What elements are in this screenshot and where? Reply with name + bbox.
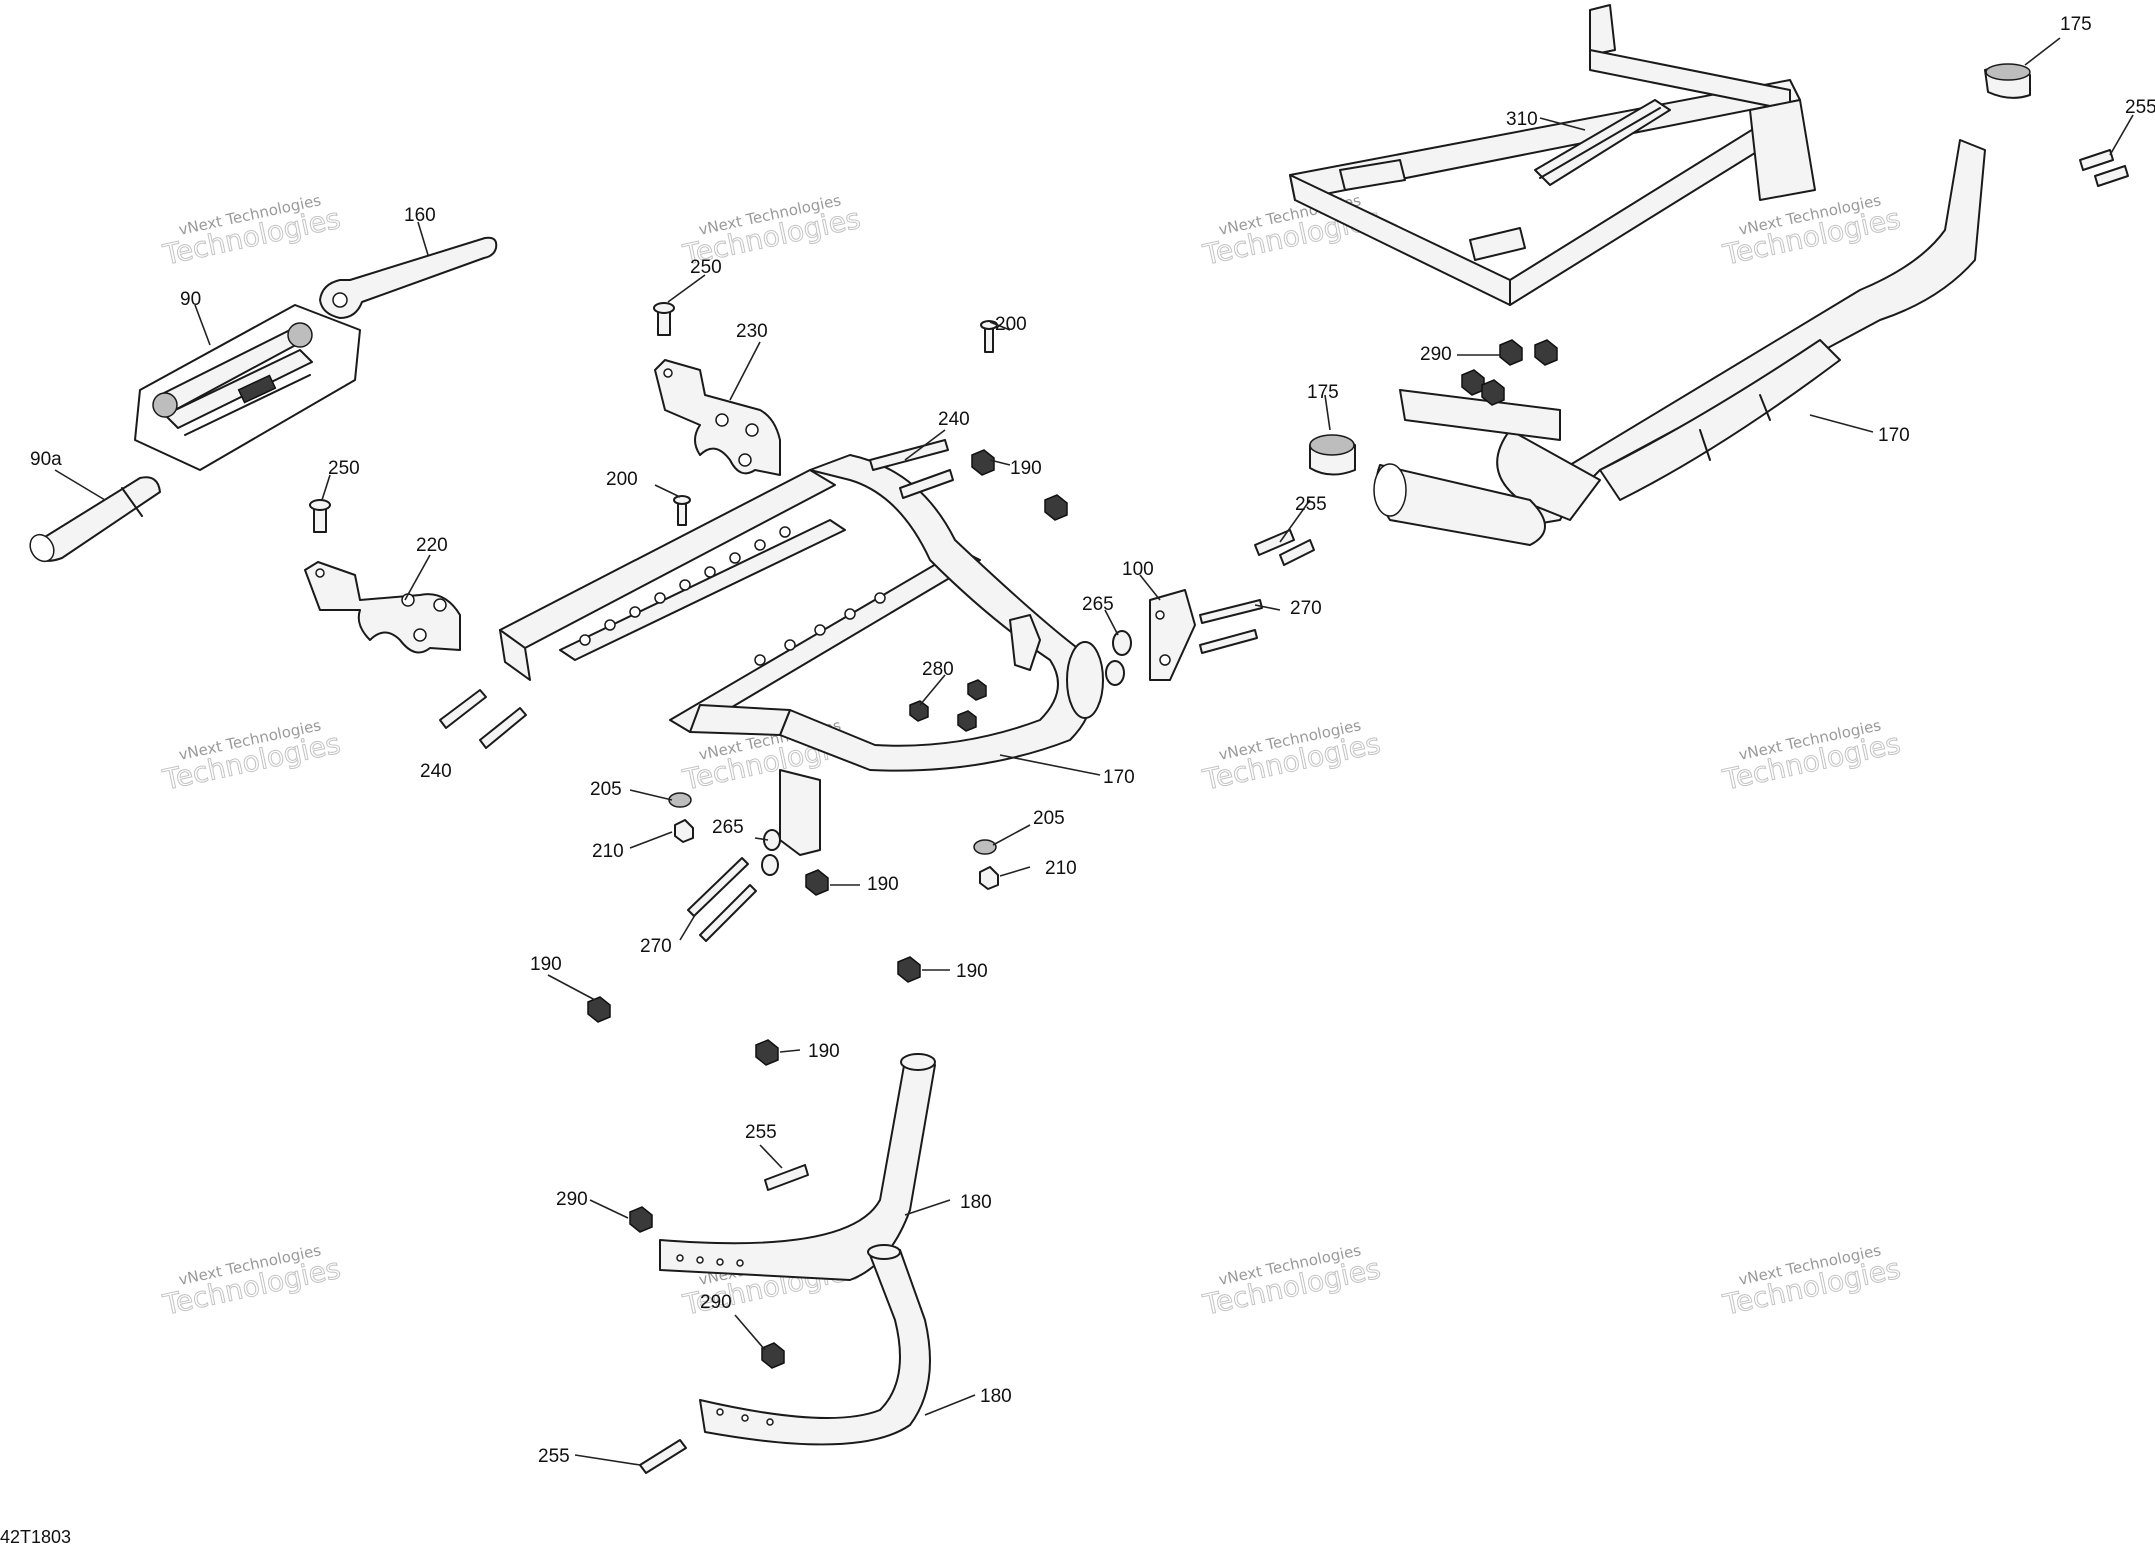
callout-160: 160 (404, 205, 436, 226)
watermark-12: vNext Technologies Technologies (1719, 1241, 1904, 1322)
part-240-pin (439, 689, 487, 729)
callout-170: 170 (1878, 425, 1910, 446)
callout-175: 175 (1307, 382, 1339, 403)
part-270-bolt (687, 857, 749, 917)
callout-250: 250 (690, 257, 722, 278)
callout-220: 220 (416, 535, 448, 556)
part-190-nut (1044, 494, 1068, 521)
callout-255: 255 (538, 1446, 570, 1467)
part-170-rear-frame (1289, 4, 2031, 546)
leader-lines (54, 37, 2134, 1466)
callout-90a: 90a (30, 449, 62, 470)
callout-190: 190 (808, 1041, 840, 1062)
callout-310: 310 (1506, 109, 1538, 130)
part-205-washer (973, 839, 997, 855)
frame-hole-row (579, 526, 886, 666)
part-180-footrest-lower (699, 1244, 931, 1446)
part-160-spanner-wrench (319, 236, 498, 319)
callout-240: 240 (420, 761, 452, 782)
callout-190: 190 (956, 961, 988, 982)
part-255-bolt (764, 1164, 809, 1191)
watermark-7: vNext Technologies Technologies (1199, 716, 1384, 797)
part-210-nut (979, 866, 999, 890)
callout-180: 180 (980, 1386, 1012, 1407)
callout-270: 270 (640, 936, 672, 957)
callout-210: 210 (592, 841, 624, 862)
part-240-pin (869, 439, 949, 471)
callout-205: 205 (590, 779, 622, 800)
callout-265: 265 (712, 817, 744, 838)
callout-250: 250 (328, 458, 360, 479)
part-270-bolt (1199, 599, 1263, 624)
callout-170: 170 (1103, 767, 1135, 788)
watermark-4: vNext Technologies Technologies (1719, 191, 1904, 272)
callout-290: 290 (556, 1189, 588, 1210)
callout-175: 175 (2060, 14, 2092, 35)
watermark-9: vNext Technologies Technologies (159, 1241, 344, 1322)
watermarks: vNext Technologies Technologies vNext Te… (159, 191, 1904, 1322)
callout-280: 280 (922, 659, 954, 680)
callout-255: 255 (745, 1122, 777, 1143)
part-230-bracket (654, 359, 781, 476)
callout-210: 210 (1045, 858, 1077, 879)
callout-180: 180 (960, 1192, 992, 1213)
part-270-bolt (699, 884, 757, 942)
part-190-nut (805, 869, 829, 896)
callout-255: 255 (2125, 97, 2155, 118)
part-255-bolt (2079, 149, 2114, 171)
part-180-footrest-upper (659, 1053, 936, 1281)
part-240-pin (479, 707, 527, 749)
part-190-nut (587, 996, 611, 1023)
part-255-bolt (2094, 165, 2129, 187)
callout-190: 190 (867, 874, 899, 895)
callout-290: 290 (700, 1292, 732, 1313)
part-190-nut (755, 1039, 779, 1066)
watermark-5: vNext Technologies Technologies (159, 716, 344, 797)
callout-labels: 160 90 90a 250 230 200 240 190 200 250 2… (30, 14, 2155, 1467)
callout-240: 240 (938, 409, 970, 430)
callout-200: 200 (995, 314, 1027, 335)
callout-190: 190 (1010, 458, 1042, 479)
callout-290: 290 (1420, 344, 1452, 365)
part-220-bracket (304, 561, 461, 654)
watermark-1: vNext Technologies Technologies (159, 191, 344, 272)
part-255-bolt (639, 1439, 687, 1474)
part-190-nut (897, 956, 921, 983)
part-90-tool-kit (134, 304, 361, 471)
callout-90: 90 (180, 289, 201, 310)
watermark-11: vNext Technologies Technologies (1199, 1241, 1384, 1322)
part-270-bolt (1199, 629, 1258, 654)
part-205-washer (668, 792, 692, 808)
watermark-8: vNext Technologies Technologies (1719, 716, 1904, 797)
callout-205: 205 (1033, 808, 1065, 829)
part-100-bracket (1149, 589, 1196, 681)
callout-100: 100 (1122, 559, 1154, 580)
callout-270: 270 (1290, 598, 1322, 619)
part-240-pin (899, 469, 954, 499)
callout-230: 230 (736, 321, 768, 342)
part-210-nut (674, 819, 694, 843)
diagram-code: 42T1803 (0, 1527, 71, 1547)
callout-255: 255 (1295, 494, 1327, 515)
callout-190: 190 (530, 954, 562, 975)
callout-265: 265 (1082, 594, 1114, 615)
part-170-front-frame (499, 454, 1104, 856)
part-255-bolt (1279, 539, 1315, 566)
hardware (309, 149, 2129, 1474)
callout-200: 200 (606, 469, 638, 490)
part-190-nut (971, 449, 995, 476)
part-90a-socket-tool (29, 476, 161, 563)
